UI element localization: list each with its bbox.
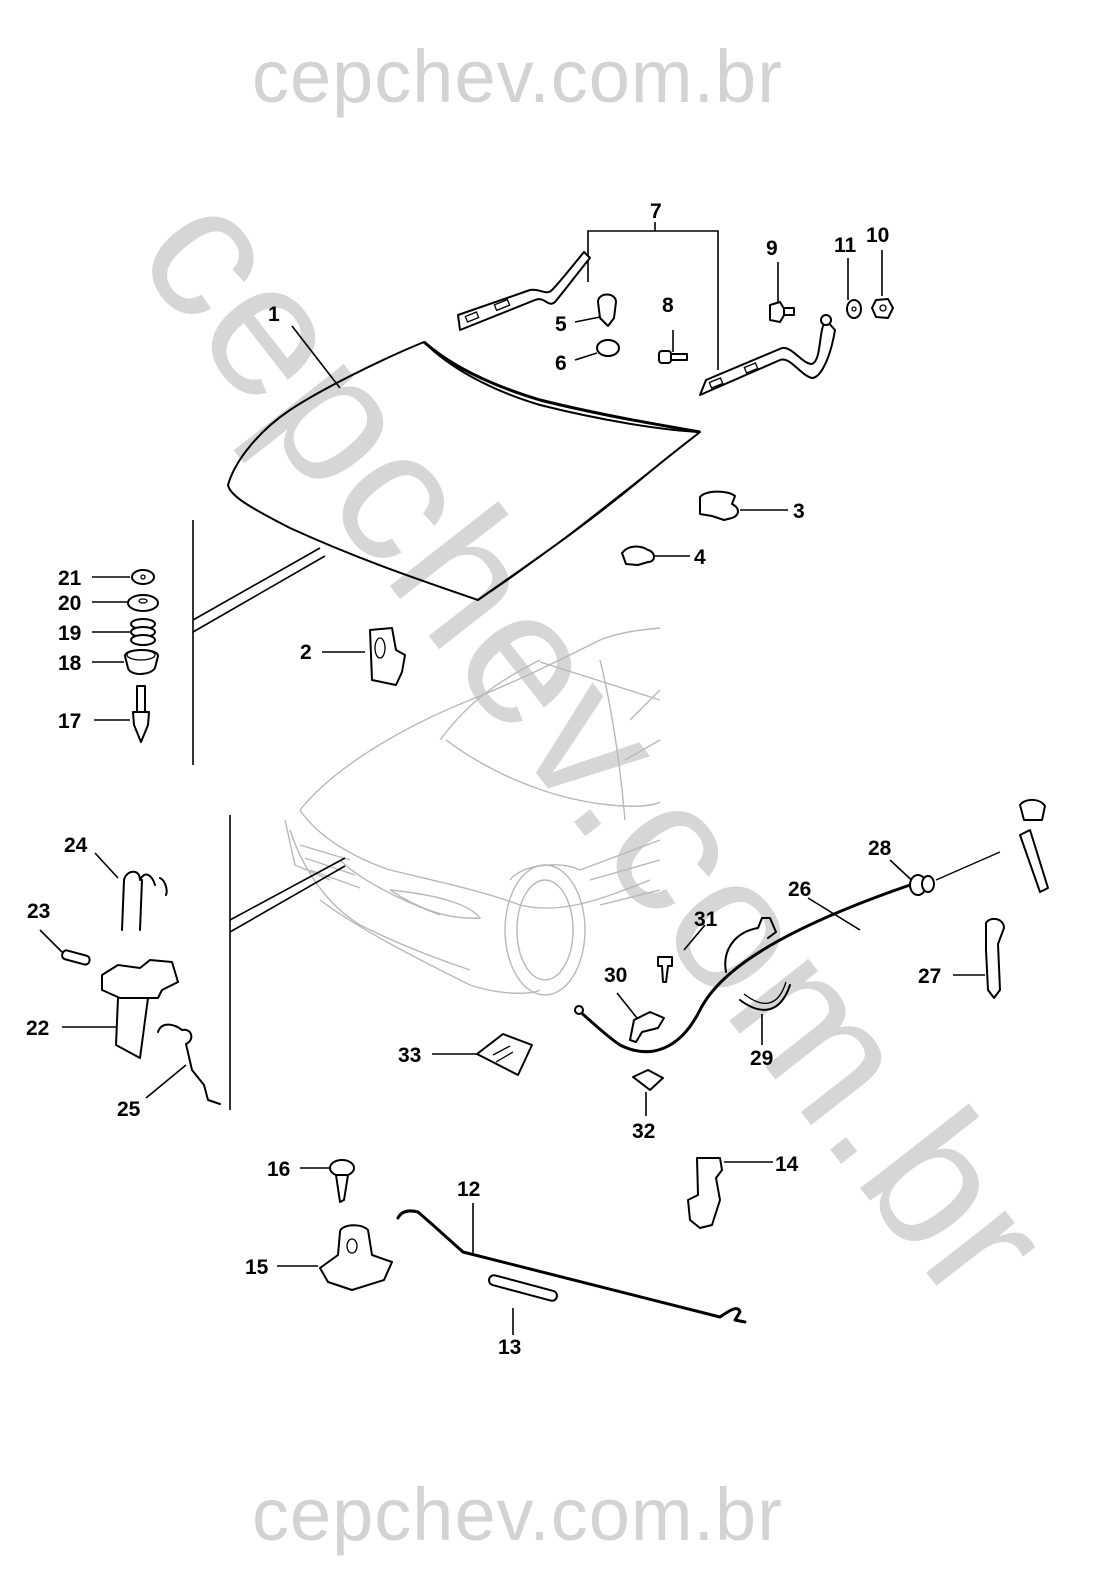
callout-17: 17 bbox=[58, 710, 81, 733]
callout-32: 32 bbox=[632, 1120, 655, 1143]
watermark-bottom: cepchev.com.br bbox=[252, 1473, 783, 1556]
callout-25: 25 bbox=[117, 1098, 141, 1121]
part-23-pin[interactable] bbox=[61, 949, 91, 966]
callout-28: 28 bbox=[868, 837, 892, 860]
callout-22: 22 bbox=[26, 1017, 49, 1040]
part-14-rod-holder[interactable] bbox=[687, 1157, 723, 1229]
part-15-rod-bracket[interactable] bbox=[319, 1224, 393, 1291]
callout-labels: 1 2 3 4 5 6 7 8 9 10 11 12 13 14 15 16 1… bbox=[26, 200, 941, 1359]
callout-16: 16 bbox=[267, 1158, 290, 1181]
watermark-top: cepchev.com.br bbox=[252, 35, 783, 118]
part-29-cable-clip[interactable] bbox=[739, 981, 791, 1011]
callout-18: 18 bbox=[58, 652, 82, 675]
part-5-bumper-stop[interactable] bbox=[597, 293, 617, 327]
part-31-screw[interactable] bbox=[657, 956, 673, 983]
part-10-nut[interactable] bbox=[871, 298, 894, 319]
callout-14: 14 bbox=[775, 1153, 799, 1176]
callout-10: 10 bbox=[866, 224, 889, 247]
callout-11: 11 bbox=[834, 234, 857, 257]
callout-15: 15 bbox=[245, 1256, 269, 1279]
part-25-spring[interactable] bbox=[157, 1023, 221, 1105]
part-clip-upper[interactable] bbox=[724, 917, 777, 973]
part-7-hinges[interactable] bbox=[457, 251, 836, 396]
part-4-clip[interactable] bbox=[621, 545, 655, 566]
part-11-washer[interactable] bbox=[846, 299, 862, 319]
callout-4: 4 bbox=[694, 546, 706, 569]
callout-21: 21 bbox=[58, 567, 82, 590]
callout-29: 29 bbox=[750, 1047, 773, 1070]
part-28-grommet[interactable] bbox=[909, 874, 935, 896]
part-3-clip[interactable] bbox=[699, 490, 739, 521]
part-6-cap[interactable] bbox=[596, 339, 620, 357]
callout-8: 8 bbox=[662, 294, 674, 317]
callout-3: 3 bbox=[793, 500, 805, 523]
part-1-hood[interactable] bbox=[227, 340, 701, 601]
callout-26: 26 bbox=[788, 878, 811, 901]
part-22-latch[interactable] bbox=[101, 959, 179, 1059]
callout-31: 31 bbox=[694, 908, 718, 931]
callout-24: 24 bbox=[64, 834, 88, 857]
part-16-screw[interactable] bbox=[329, 1159, 355, 1203]
callout-2: 2 bbox=[300, 641, 312, 664]
part-18-retainer[interactable] bbox=[124, 649, 159, 675]
part-2-bracket[interactable] bbox=[369, 627, 406, 686]
callout-6: 6 bbox=[555, 352, 567, 375]
callout-20: 20 bbox=[58, 592, 81, 615]
part-19-spring[interactable] bbox=[130, 618, 156, 646]
part-8-bolt[interactable] bbox=[658, 350, 688, 364]
callout-30: 30 bbox=[604, 964, 627, 987]
callout-9: 9 bbox=[766, 237, 778, 260]
part-12-support-rod[interactable] bbox=[396, 1209, 747, 1324]
callout-1: 1 bbox=[268, 303, 280, 326]
leader-lines bbox=[39, 222, 985, 1335]
part-32-clip-nut[interactable] bbox=[632, 1069, 664, 1091]
callout-33: 33 bbox=[398, 1044, 421, 1067]
callout-19: 19 bbox=[58, 622, 81, 645]
callout-13: 13 bbox=[498, 1336, 521, 1359]
car-sketch bbox=[284, 627, 661, 996]
part-30-clamp[interactable] bbox=[629, 1011, 665, 1043]
part-26-release-cable[interactable] bbox=[574, 798, 1049, 1054]
part-21-nut[interactable] bbox=[131, 569, 155, 585]
part-20-washer[interactable] bbox=[127, 594, 159, 612]
part-33-clip[interactable] bbox=[476, 1033, 533, 1076]
callout-27: 27 bbox=[918, 965, 941, 988]
part-17-striker-bolt[interactable] bbox=[132, 685, 150, 743]
part-13-grip-sleeve[interactable] bbox=[488, 1274, 558, 1302]
part-9-nut[interactable] bbox=[769, 301, 795, 323]
callout-23: 23 bbox=[27, 900, 50, 923]
callout-7: 7 bbox=[650, 200, 662, 223]
callout-12: 12 bbox=[457, 1178, 480, 1201]
part-24-spring[interactable] bbox=[121, 870, 168, 931]
callout-5: 5 bbox=[555, 313, 567, 336]
part-27-release-handle[interactable] bbox=[985, 917, 1005, 999]
